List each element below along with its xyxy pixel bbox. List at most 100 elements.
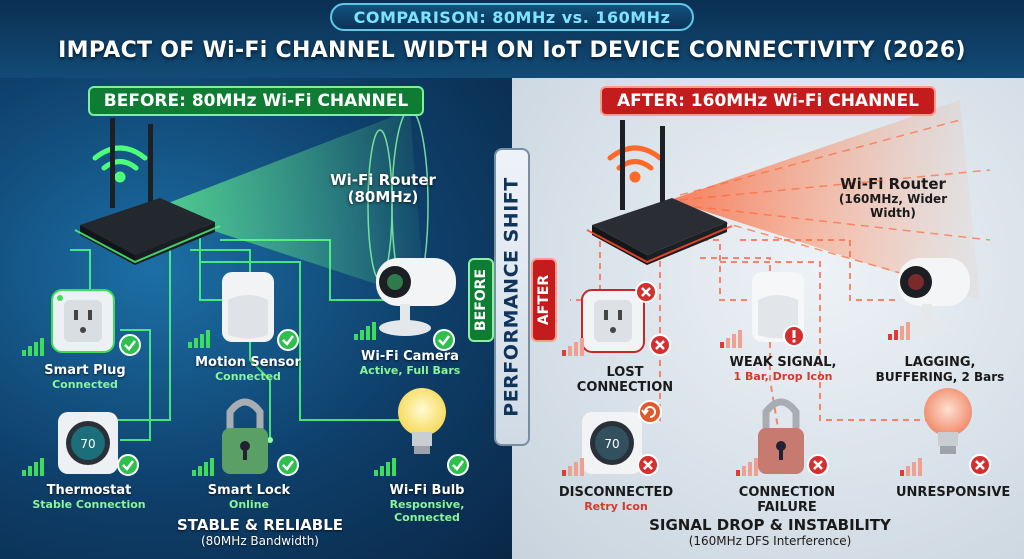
- after-device-0-bar-3: [574, 342, 578, 356]
- device-name: Wi-Fi Bulb: [389, 483, 465, 498]
- summary-subtitle: (160MHz DFS Interference): [688, 534, 852, 548]
- smart-plug-before: [51, 289, 115, 353]
- after-device-5-bar-4: [918, 458, 922, 476]
- after-device-2-bar-1: [888, 334, 892, 340]
- x-icon: [807, 454, 829, 476]
- after-device-4-bar-2: [742, 466, 746, 476]
- device-name: CONNECTION FAILURE: [738, 485, 836, 515]
- check-icon: [433, 329, 455, 351]
- device-name: LOST CONNECTION: [576, 365, 674, 395]
- summary-title: STABLE & RELIABLE: [176, 516, 344, 534]
- after-device-3-bar-4: [580, 458, 584, 476]
- camera-before: [376, 258, 456, 336]
- device-status: Responsive,: [389, 497, 465, 511]
- camera-label-after: LAGGING, BUFFERING, 2 Bars: [870, 355, 1010, 385]
- device-name: Smart Plug: [44, 363, 126, 378]
- lock-label-after: CONNECTION FAILURE: [712, 485, 862, 516]
- bulb-label-before: Wi-Fi Bulb Responsive, Connected: [372, 483, 482, 524]
- smart-plug-after: [581, 289, 645, 353]
- performance-shift-label: PERFORMANCE SHIFT: [501, 177, 524, 417]
- before-device-3-bar-4: [40, 458, 44, 476]
- warning-icon: [783, 325, 805, 347]
- device-name: Motion Sensor: [195, 355, 301, 370]
- after-device-4-bar-1: [736, 470, 740, 476]
- x-icon: [635, 281, 657, 303]
- before-device-5-bar-4: [392, 458, 396, 476]
- thermostat-after: 70: [582, 412, 642, 474]
- before-device-2-bar-4: [372, 322, 376, 340]
- before-device-4-bar-2: [198, 466, 202, 476]
- check-icon: [277, 454, 299, 476]
- check-icon: [117, 454, 139, 476]
- after-side-tab-label: AFTER: [536, 274, 553, 326]
- after-device-5-bar-2: [906, 466, 910, 476]
- check-icon: [277, 329, 299, 351]
- retry-icon: [638, 400, 662, 424]
- summary-title: SIGNAL DROP & INSTABILITY: [649, 516, 891, 534]
- svg-text:70: 70: [80, 437, 95, 451]
- thermostat-label-before: Thermostat Stable Connection: [24, 483, 154, 512]
- circuit-lines-before: [60, 234, 421, 460]
- after-device-4-bar-3: [748, 462, 752, 476]
- before-device-5-bar-3: [386, 462, 390, 476]
- camera-label-before: Wi-Fi Camera Active, Full Bars: [350, 349, 470, 378]
- after-device-3-bar-3: [574, 462, 578, 476]
- after-side-tab: AFTER: [531, 258, 557, 342]
- router-label-before: Wi-Fi Router (80MHz): [318, 171, 448, 207]
- after-device-2-bar-4: [906, 322, 910, 340]
- x-icon: [969, 454, 991, 476]
- device-name: Thermostat: [46, 483, 132, 498]
- bulb-label-after: UNRESPONSIVE: [896, 485, 1010, 501]
- device-status: Retry Icon: [584, 499, 648, 513]
- after-device-1-bar-3: [732, 334, 736, 348]
- device-status: Stable Connection: [32, 497, 146, 511]
- before-device-5-bar-1: [374, 470, 378, 476]
- smart-plug-label-before: Smart Plug Connected: [30, 363, 140, 392]
- before-device-0-bar-2: [28, 346, 32, 356]
- before-side-tab-label: BEFORE: [473, 268, 490, 332]
- wifi-icon-before: [92, 145, 148, 183]
- device-status: Connected: [394, 510, 460, 524]
- summary-before: STABLE & RELIABLE (80MHz Bandwidth): [150, 516, 370, 548]
- before-device-1-bar-3: [200, 334, 204, 348]
- device-name: WEAK SIGNAL,: [729, 355, 837, 370]
- smart-lock-after: [758, 398, 804, 474]
- router-label-before-line2: (80MHz): [347, 188, 419, 207]
- x-icon: [637, 454, 659, 476]
- smart-plug-label-after: LOST CONNECTION: [560, 365, 690, 396]
- after-banner: AFTER: 160MHz Wi-Fi CHANNEL: [600, 86, 936, 116]
- device-status: Online: [228, 497, 269, 511]
- before-device-2-bar-3: [366, 326, 370, 340]
- after-device-5-bar-3: [912, 462, 916, 476]
- router-label-after: Wi-Fi Router (160MHz, Wider Width): [818, 175, 968, 221]
- wifi-beam-before: [150, 110, 425, 300]
- before-device-1-bar-2: [194, 338, 198, 348]
- before-device-2-bar-1: [354, 334, 358, 340]
- device-status: Active, Full Bars: [359, 363, 461, 377]
- motion-sensor-label-before: Motion Sensor Connected: [188, 355, 308, 384]
- router-label-before-line1: Wi-Fi Router: [330, 171, 436, 189]
- after-device-3-bar-1: [562, 470, 566, 476]
- bulb-before: [398, 388, 446, 454]
- wifi-icon-after: [607, 145, 663, 183]
- before-device-4-bar-1: [192, 470, 196, 476]
- motion-sensor-label-after: WEAK SIGNAL, 1 Bar, Drop Icon: [718, 355, 848, 384]
- check-icon: [119, 334, 141, 356]
- status-marks-layer: [117, 281, 991, 476]
- after-device-1-bar-2: [726, 338, 730, 348]
- device-name: Smart Lock: [207, 483, 291, 498]
- router-label-after-line2: (160MHz, Wider: [838, 192, 948, 207]
- after-device-1-bar-4: [738, 330, 742, 348]
- before-device-4-bar-3: [204, 462, 208, 476]
- thermostat-before: 70: [58, 412, 118, 474]
- svg-text:70: 70: [604, 437, 619, 451]
- router-label-after-line1: Wi-Fi Router: [840, 175, 946, 193]
- device-name: LAGGING,: [904, 355, 976, 370]
- before-banner: BEFORE: 80MHz Wi-Fi CHANNEL: [88, 86, 424, 116]
- check-icon: [447, 454, 469, 476]
- device-name: Wi-Fi Camera: [361, 349, 459, 364]
- before-device-4-bar-4: [210, 458, 214, 476]
- before-device-0-bar-1: [22, 350, 26, 356]
- after-device-5-bar-1: [900, 470, 904, 476]
